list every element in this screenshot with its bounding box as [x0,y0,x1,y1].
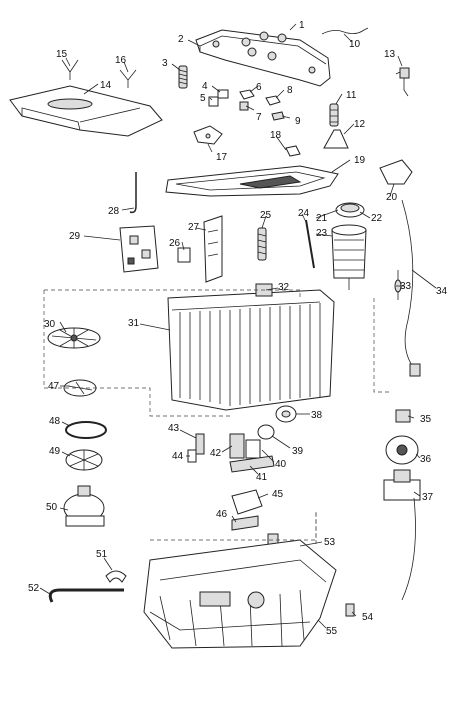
part-label-4: 4 [202,81,208,92]
part-labels: 1 2 3 4 5 6 7 8 9 10 13 11 12 15 16 14 1… [28,20,448,637]
part-label-8: 8 [287,85,293,96]
drain-valve-drawing [229,424,275,473]
part-label-55: 55 [326,626,338,637]
part-label-2: 2 [178,34,184,45]
drain-hose-drawing [48,570,127,603]
part-label-29: 29 [69,231,81,242]
part-label-22: 22 [371,213,383,224]
cap-20-drawing [379,159,413,185]
part-label-43: 43 [168,423,180,434]
part-label-26: 26 [169,238,181,249]
part-label-6: 6 [256,82,262,93]
part-label-20: 20 [386,192,398,203]
part-label-36: 36 [420,454,432,465]
bearing-38-drawing [275,405,297,423]
part-label-19: 19 [354,155,366,166]
part-label-18: 18 [270,130,282,141]
part-label-14: 14 [100,80,112,91]
part-label-40: 40 [275,459,287,470]
cable-drawing [321,27,369,35]
part-label-37: 37 [422,492,434,503]
part-label-21: 21 [316,213,328,224]
part-label-17: 17 [216,152,228,163]
part-label-9: 9 [295,116,301,127]
rod-24-drawing [305,219,315,269]
part-label-47: 47 [48,381,60,392]
base-drawing [143,539,337,649]
spring-25-drawing [257,227,267,261]
part-label-48: 48 [49,416,61,427]
connector-13-drawing [395,67,410,97]
part-label-32: 32 [278,282,290,293]
filter-disk-drawing [335,202,365,218]
part-label-27: 27 [188,222,200,233]
valve-drawing [323,103,349,149]
pulley-belt-fan-drawing [63,379,107,471]
part-label-41: 41 [256,472,268,483]
part-label-24: 24 [298,208,310,219]
part-label-10: 10 [349,39,361,50]
part-label-31: 31 [128,318,140,329]
part-label-7: 7 [256,112,262,123]
part-label-53: 53 [324,537,336,548]
part-label-11: 11 [346,90,357,101]
spin-motor-drawing [383,409,421,601]
part-label-49: 49 [49,446,61,457]
small-fittings-drawing [208,89,285,121]
switch-26-27-drawing [177,215,223,283]
part-label-50: 50 [46,502,58,513]
part-label-28: 28 [108,206,120,217]
part-label-30: 30 [44,319,56,330]
wash-motor-drawing [63,485,105,527]
part-label-44: 44 [172,451,184,462]
part-label-39: 39 [292,446,304,457]
pulsator-drawing [47,327,101,349]
control-board-drawing [119,225,159,273]
part-label-46: 46 [216,509,228,520]
capacitor-drawing [231,489,263,531]
hook-28-drawing [129,172,137,214]
part-label-45: 45 [272,489,284,500]
part-label-1: 1 [299,20,305,31]
part-label-12: 12 [354,119,366,130]
power-cord-drawing [394,199,421,377]
part-label-13: 13 [384,49,396,60]
part-label-35: 35 [420,414,432,425]
part-label-33: 33 [400,281,412,292]
spin-basket-drawing [331,224,367,290]
assembly-lines [43,289,390,544]
valve-43-44-drawing [187,433,205,463]
part-label-34: 34 [436,286,448,297]
part-label-52: 52 [28,583,40,594]
outer-tub-drawing [167,283,335,411]
part-label-51: 51 [96,549,108,560]
top-cover-drawing [165,165,339,197]
part-label-15: 15 [56,49,68,60]
lid-drawing [9,59,163,137]
part-label-16: 16 [115,55,127,66]
part-label-54: 54 [362,612,374,623]
part-label-5: 5 [200,93,206,104]
leader-lines [39,23,437,629]
spring-3-drawing [178,65,188,89]
part-label-38: 38 [311,410,323,421]
bracket-drawing [193,125,301,157]
part-label-23: 23 [316,228,328,239]
part-label-25: 25 [260,210,272,221]
part-label-42: 42 [210,448,222,459]
control-panel-drawing [195,29,331,87]
part-label-3: 3 [162,58,168,69]
